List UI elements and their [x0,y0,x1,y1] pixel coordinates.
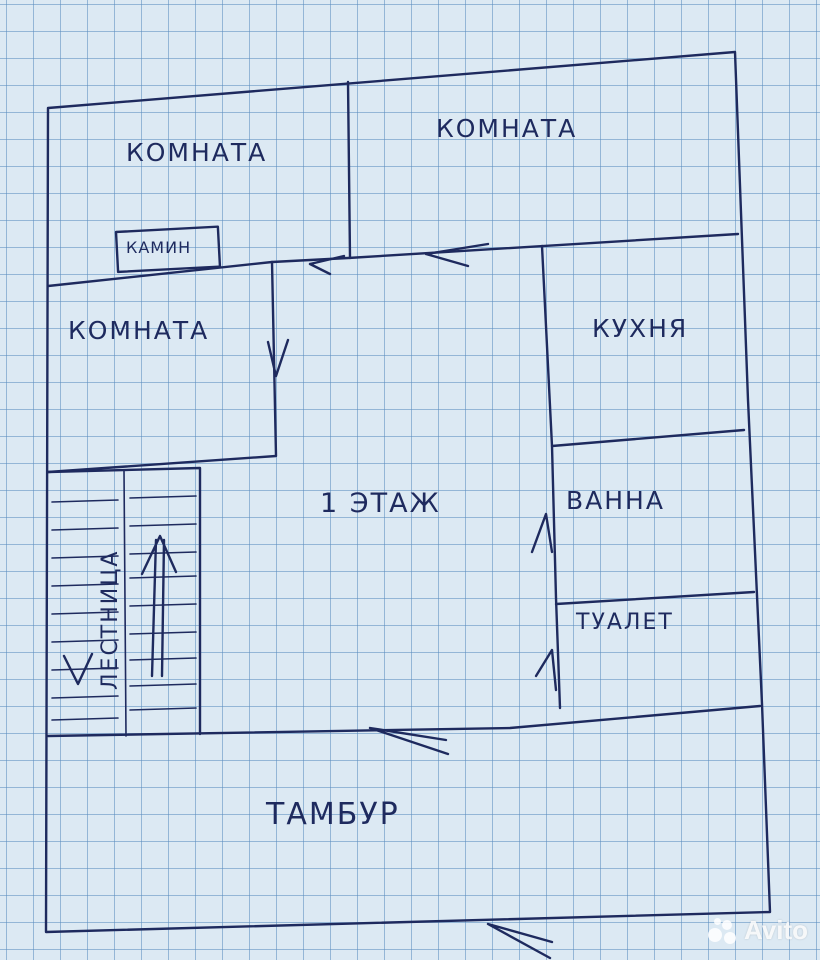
arrow-left-room [266,338,290,378]
wall-bath-toilet [554,590,756,606]
stair-outline [46,466,202,736]
label-lestnitsa: ЛЕСТНИЦА [98,549,123,690]
avito-logo-icon [707,917,738,944]
label-kamin: КАМИН [126,238,192,257]
room-label-vanna: ВАННА [566,486,665,515]
avito-watermark-text: Avito [743,915,808,945]
stair-down-arrow [62,652,94,686]
arrow-tambur [368,726,450,756]
wall-left-room [46,260,278,474]
arrow-entrance [486,922,554,960]
room-label-komnata-left: КОМНАТА [68,316,210,345]
room-label-komnata-top-left: КОМНАТА [126,138,268,167]
arrow-toilet [534,648,558,692]
stair-steps [51,495,197,721]
room-label-kukhnya: КУХНЯ [592,314,689,343]
outer-wall [44,50,772,934]
room-label-tualet: ТУАЛЕТ [576,610,674,635]
kamin-box [114,225,222,274]
arrow-hall-top [424,242,490,268]
wall-kitchen-bath [550,428,746,448]
floor-label: 1 ЭТАЖ [320,488,441,519]
wall-tambur-top [46,704,762,738]
avito-watermark: Avito [707,915,808,946]
room-label-komnata-top-right: КОМНАТА [436,114,578,143]
stair-up-arrow [140,534,178,678]
wall-top-rooms-divider [346,80,352,260]
stair-divider [123,469,127,737]
wall-kitchen-left [540,244,562,710]
arrow-room-door [308,254,346,276]
arrow-bath [530,512,554,554]
room-label-tambur: ТАМБУР [266,797,400,832]
